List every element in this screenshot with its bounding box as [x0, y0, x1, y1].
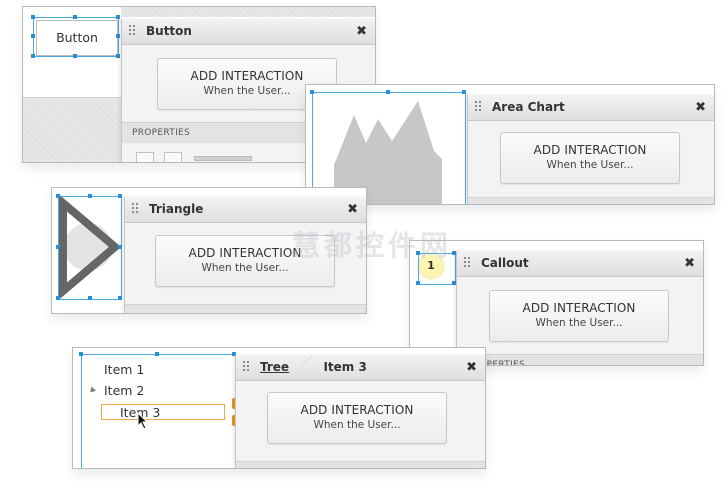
- tree-item-label: Item 2: [104, 383, 145, 398]
- panel-header: Callout ✖: [457, 251, 703, 277]
- selection-handle[interactable]: [452, 281, 456, 285]
- section-header[interactable]: [236, 461, 485, 468]
- callout-interaction-panel: Callout ✖ ADD INTERACTION When the User.…: [456, 251, 703, 365]
- area-chart-canvas: [306, 85, 466, 204]
- mouse-cursor-icon: [137, 412, 149, 430]
- selection-handle[interactable]: [155, 352, 159, 356]
- section-header[interactable]: [125, 304, 366, 313]
- selection-handle[interactable]: [116, 54, 120, 58]
- add-interaction-label: ADD INTERACTION: [300, 403, 414, 417]
- selection-handle[interactable]: [31, 34, 35, 38]
- selection-handle[interactable]: [118, 245, 122, 249]
- tree-screenshot: Item 1 Item 2 Item 3 + + Tree Item 3 ✖ A…: [72, 347, 486, 469]
- triangle-canvas: [52, 188, 124, 313]
- breadcrumb-link-tree[interactable]: Tree: [260, 360, 290, 374]
- tree-item-label: Item 1: [104, 362, 145, 377]
- tree-item-interaction-panel: Tree Item 3 ✖ ADD INTERACTION When the U…: [235, 355, 485, 468]
- button-selection[interactable]: [33, 17, 119, 57]
- selection-handle[interactable]: [31, 54, 35, 58]
- selection-handle[interactable]: [116, 15, 120, 19]
- callout-number: 1: [427, 259, 435, 272]
- close-icon[interactable]: ✖: [466, 360, 477, 375]
- selection-handle[interactable]: [88, 194, 92, 198]
- area-chart-interaction-panel: Area Chart ✖ ADD INTERACTION When the Us…: [467, 95, 714, 204]
- triangle-screenshot: Triangle ✖ ADD INTERACTION When the User…: [51, 187, 367, 314]
- triangle-icon[interactable]: [52, 188, 124, 313]
- add-interaction-sub: When the User...: [313, 419, 401, 431]
- selection-handle[interactable]: [118, 194, 122, 198]
- drag-grip-icon[interactable]: [132, 203, 140, 216]
- add-interaction-label: ADD INTERACTION: [533, 143, 647, 157]
- add-interaction-label: ADD INTERACTION: [190, 69, 304, 83]
- breadcrumb-current: Item 3: [323, 360, 367, 374]
- callout-badge[interactable]: 1: [420, 255, 442, 277]
- property-slider[interactable]: [194, 156, 252, 161]
- selection-handle[interactable]: [56, 296, 60, 300]
- tree-item[interactable]: Item 1: [104, 362, 144, 377]
- button-widget-label: Button: [56, 30, 98, 45]
- panel-title: Area Chart: [492, 100, 565, 114]
- selection-handle[interactable]: [416, 251, 420, 255]
- area-chart-screenshot: Area Chart ✖ ADD INTERACTION When the Us…: [305, 84, 715, 205]
- callout-screenshot: 1 Callout ✖ ADD INTERACTION When the Use…: [409, 240, 704, 366]
- drag-grip-icon[interactable]: [129, 25, 137, 38]
- selection-handle[interactable]: [232, 352, 236, 356]
- selection-handle[interactable]: [116, 34, 120, 38]
- add-interaction-button[interactable]: ADD INTERACTION When the User...: [489, 290, 669, 342]
- add-interaction-sub: When the User...: [535, 317, 623, 329]
- area-chart-icon[interactable]: [306, 85, 466, 204]
- properties-section-header[interactable]: PROPERTIES: [457, 354, 703, 365]
- panel-title: Callout: [481, 256, 529, 270]
- triangle-interaction-panel: Triangle ✖ ADD INTERACTION When the User…: [124, 197, 366, 313]
- selection-handle[interactable]: [88, 296, 92, 300]
- selection-handle[interactable]: [310, 90, 314, 94]
- button-widget[interactable]: Button: [36, 20, 118, 56]
- button-canvas-top-strip: [121, 7, 375, 17]
- panel-title: Button: [146, 24, 192, 38]
- triangle-selection[interactable]: [58, 196, 122, 300]
- breadcrumb-separator-icon: [299, 355, 314, 380]
- add-interaction-button[interactable]: ADD INTERACTION When the User...: [267, 392, 447, 444]
- selection-handle[interactable]: [462, 90, 466, 94]
- selection-handle[interactable]: [73, 15, 77, 19]
- property-icon-button[interactable]: [164, 152, 182, 162]
- selection-handle[interactable]: [56, 245, 60, 249]
- add-interaction-label: ADD INTERACTION: [522, 301, 636, 315]
- panel-header: Area Chart ✖: [468, 95, 714, 121]
- breadcrumb: Tree Item 3: [260, 355, 367, 380]
- tree-item-label: Item 3: [120, 405, 161, 420]
- selection-handle[interactable]: [31, 15, 35, 19]
- watermark: 慧都控件网: [292, 229, 453, 262]
- add-interaction-sub: When the User...: [201, 262, 289, 274]
- panel-header: Triangle ✖: [125, 197, 366, 223]
- drag-grip-icon[interactable]: [475, 101, 483, 114]
- property-icon-button[interactable]: [136, 152, 154, 162]
- tree-item-selected[interactable]: Item 3: [101, 404, 225, 420]
- close-icon[interactable]: ✖: [684, 256, 695, 271]
- selection-handle[interactable]: [118, 296, 122, 300]
- callout-selection[interactable]: [418, 253, 456, 285]
- close-icon[interactable]: ✖: [356, 24, 367, 39]
- selection-handle[interactable]: [73, 54, 77, 58]
- drag-grip-icon[interactable]: [243, 361, 251, 374]
- close-icon[interactable]: ✖: [695, 100, 706, 115]
- add-interaction-sub: When the User...: [546, 159, 634, 171]
- selection-handle[interactable]: [386, 90, 390, 94]
- add-interaction-sub: When the User...: [203, 85, 291, 97]
- canvas-hatch: [23, 97, 121, 162]
- panel-title: Triangle: [149, 202, 204, 216]
- panel-header: Tree Item 3 ✖: [236, 355, 485, 381]
- close-icon[interactable]: ✖: [347, 202, 358, 217]
- selection-handle[interactable]: [416, 281, 420, 285]
- drag-grip-icon[interactable]: [464, 257, 472, 270]
- add-interaction-label: ADD INTERACTION: [188, 246, 302, 260]
- tree-item[interactable]: Item 2: [104, 383, 144, 398]
- panel-header: Button ✖: [122, 19, 375, 45]
- selection-handle[interactable]: [452, 251, 456, 255]
- selection-handle[interactable]: [56, 194, 60, 198]
- add-interaction-button[interactable]: ADD INTERACTION When the User...: [155, 235, 335, 287]
- selection-handle[interactable]: [79, 352, 83, 356]
- add-interaction-button[interactable]: ADD INTERACTION When the User...: [500, 132, 680, 184]
- section-header[interactable]: [468, 197, 714, 204]
